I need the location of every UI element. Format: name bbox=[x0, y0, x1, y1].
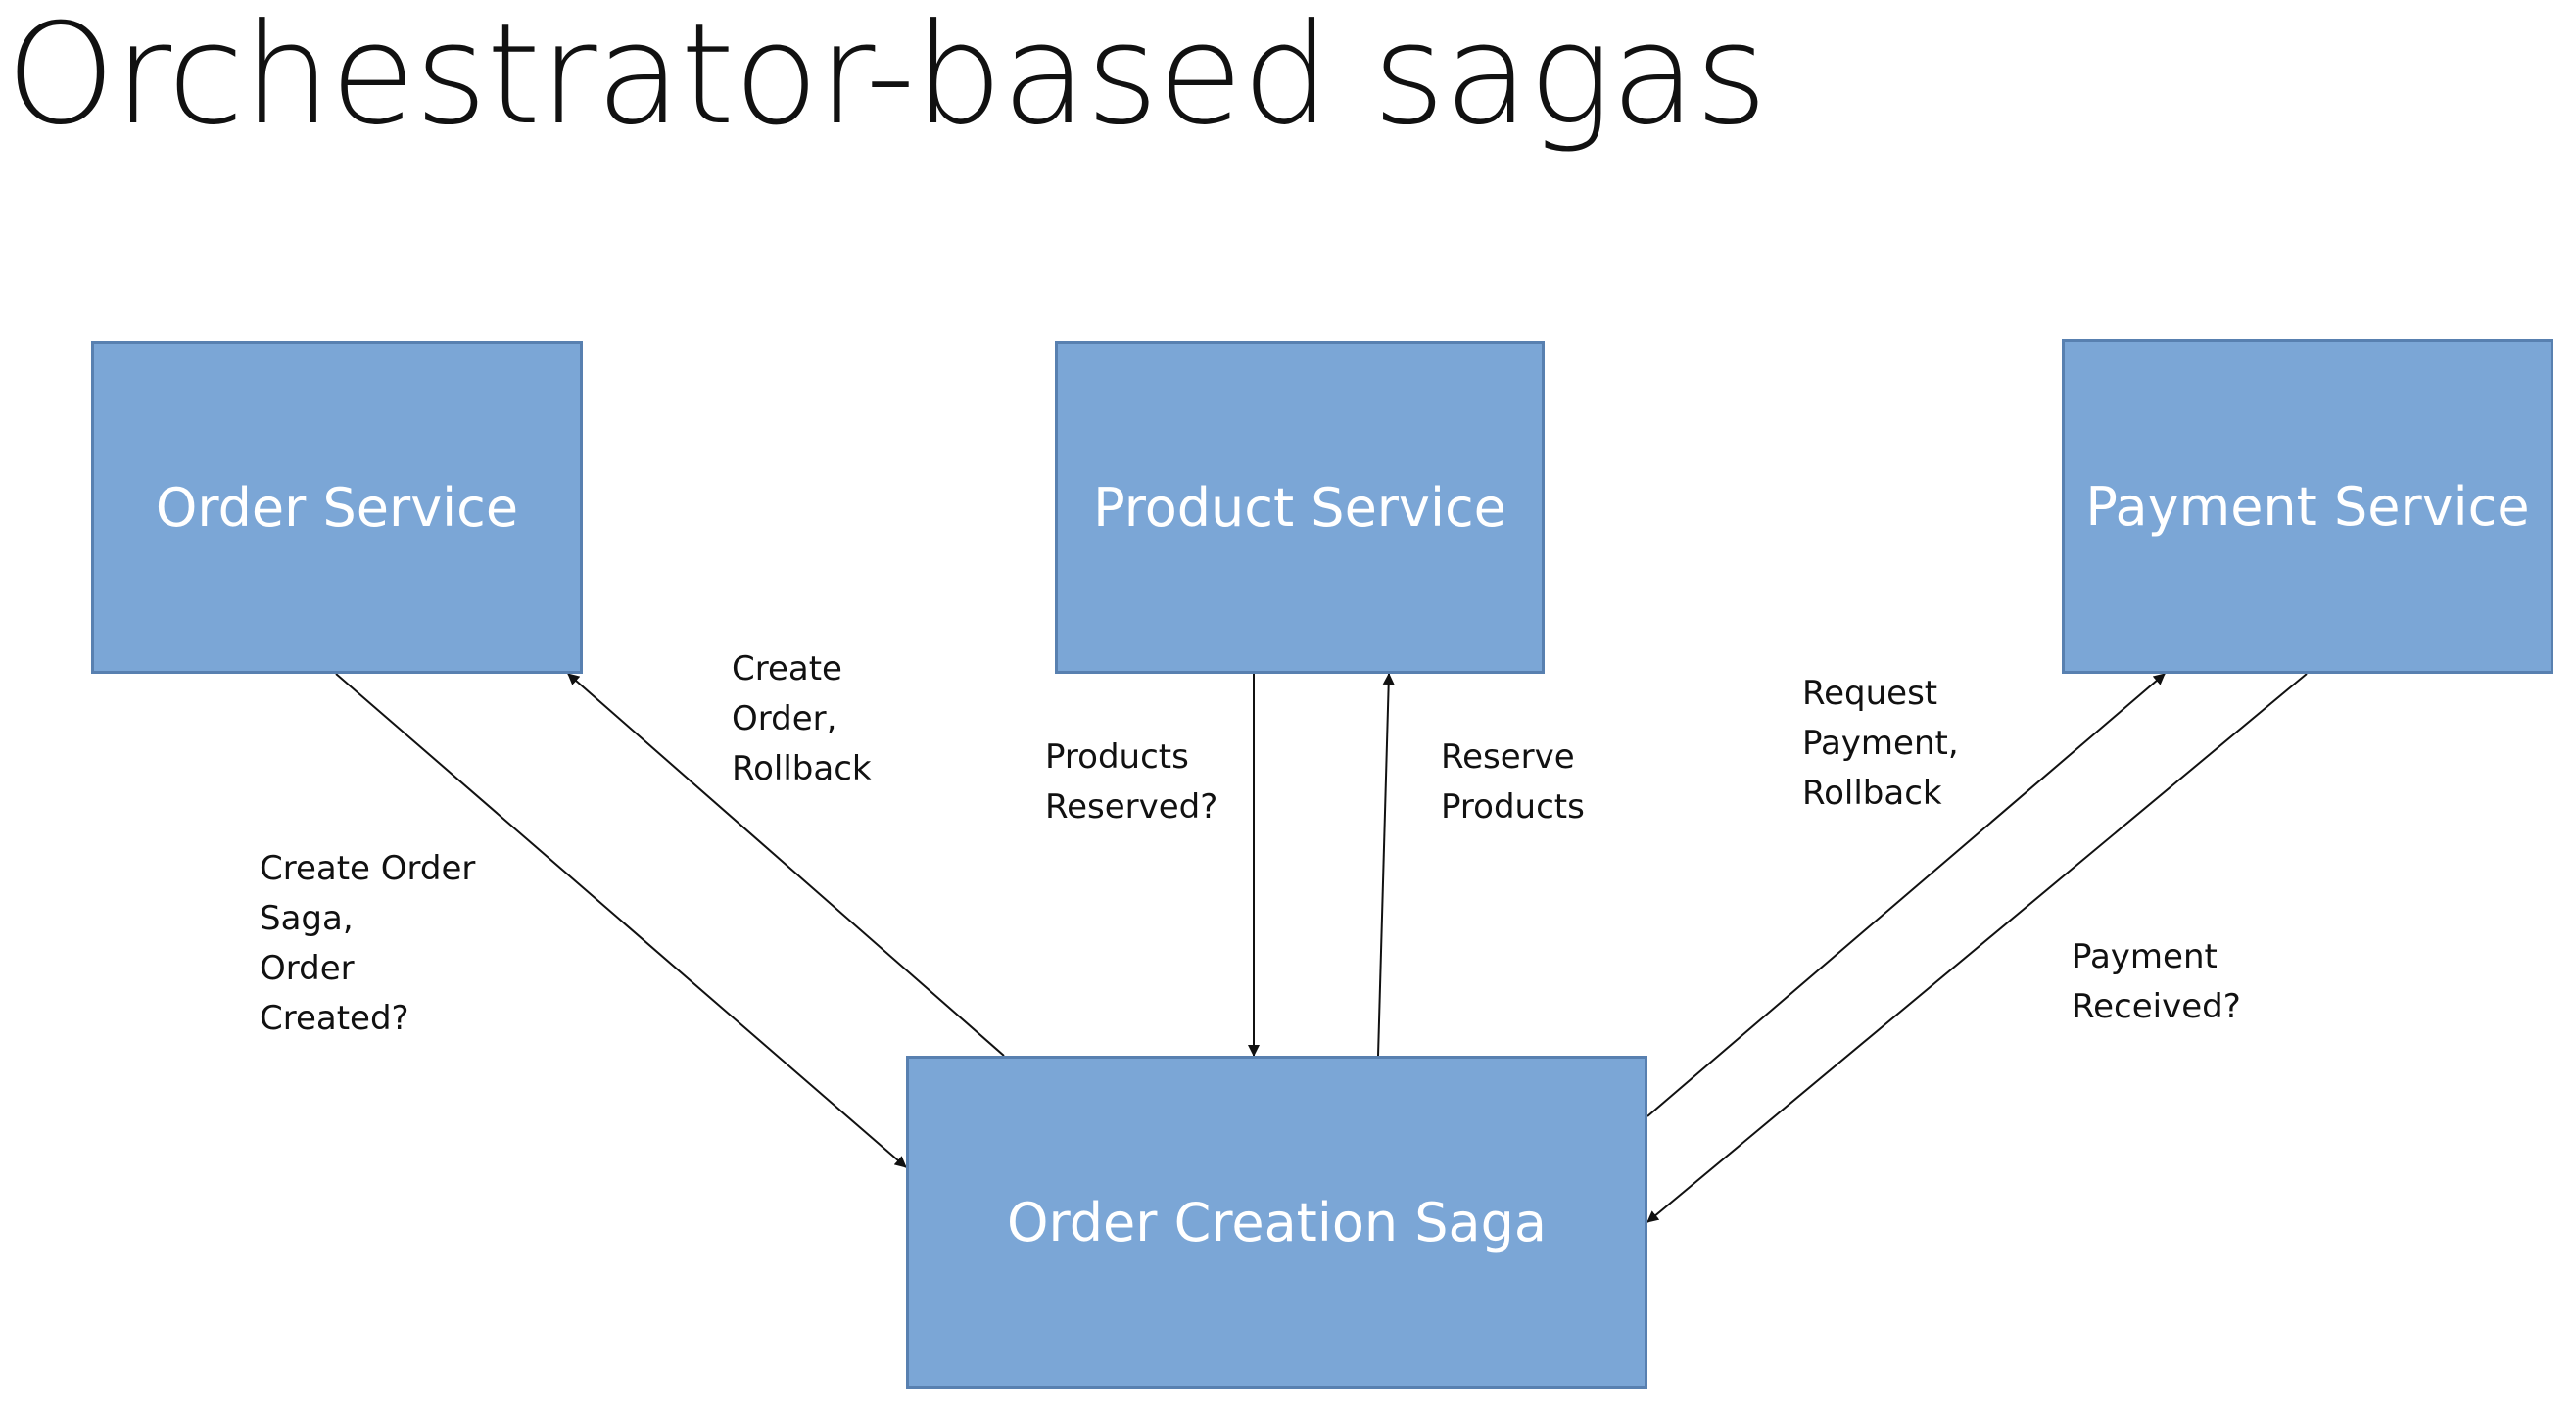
edge-label-reserve-products: Reserve Products bbox=[1441, 737, 1585, 827]
order-creation-saga-label: Order Creation Saga bbox=[1007, 1191, 1547, 1253]
edge-label-payment-received: Payment Received? bbox=[2072, 937, 2241, 1026]
arrow-order-to-saga bbox=[335, 673, 907, 1168]
edge-label-create-order-rollback: Create Order, Rollback bbox=[732, 649, 872, 788]
edge-label-create-order-saga: Create Order Saga, Order Created? bbox=[260, 849, 476, 1038]
edge-label-products-reserved: Products Reserved? bbox=[1045, 737, 1218, 827]
product-service-box: Product Service bbox=[1055, 341, 1545, 674]
payment-service-box: Payment Service bbox=[2062, 339, 2553, 674]
payment-service-label: Payment Service bbox=[2085, 475, 2530, 538]
order-service-box: Order Service bbox=[91, 341, 583, 674]
order-service-label: Order Service bbox=[155, 476, 519, 539]
order-creation-saga-box: Order Creation Saga bbox=[906, 1056, 1647, 1389]
product-service-label: Product Service bbox=[1093, 476, 1506, 539]
arrow-saga-to-order bbox=[567, 673, 1005, 1057]
arrow-payment-to-saga bbox=[1646, 673, 2308, 1223]
arrow-saga-to-product bbox=[1377, 673, 1395, 1057]
edge-label-request-payment: Request Payment, Rollback bbox=[1802, 674, 1959, 813]
page-title: Orchestrator-based sagas bbox=[6, 0, 1768, 156]
arrow-saga-to-payment bbox=[1646, 673, 2166, 1117]
